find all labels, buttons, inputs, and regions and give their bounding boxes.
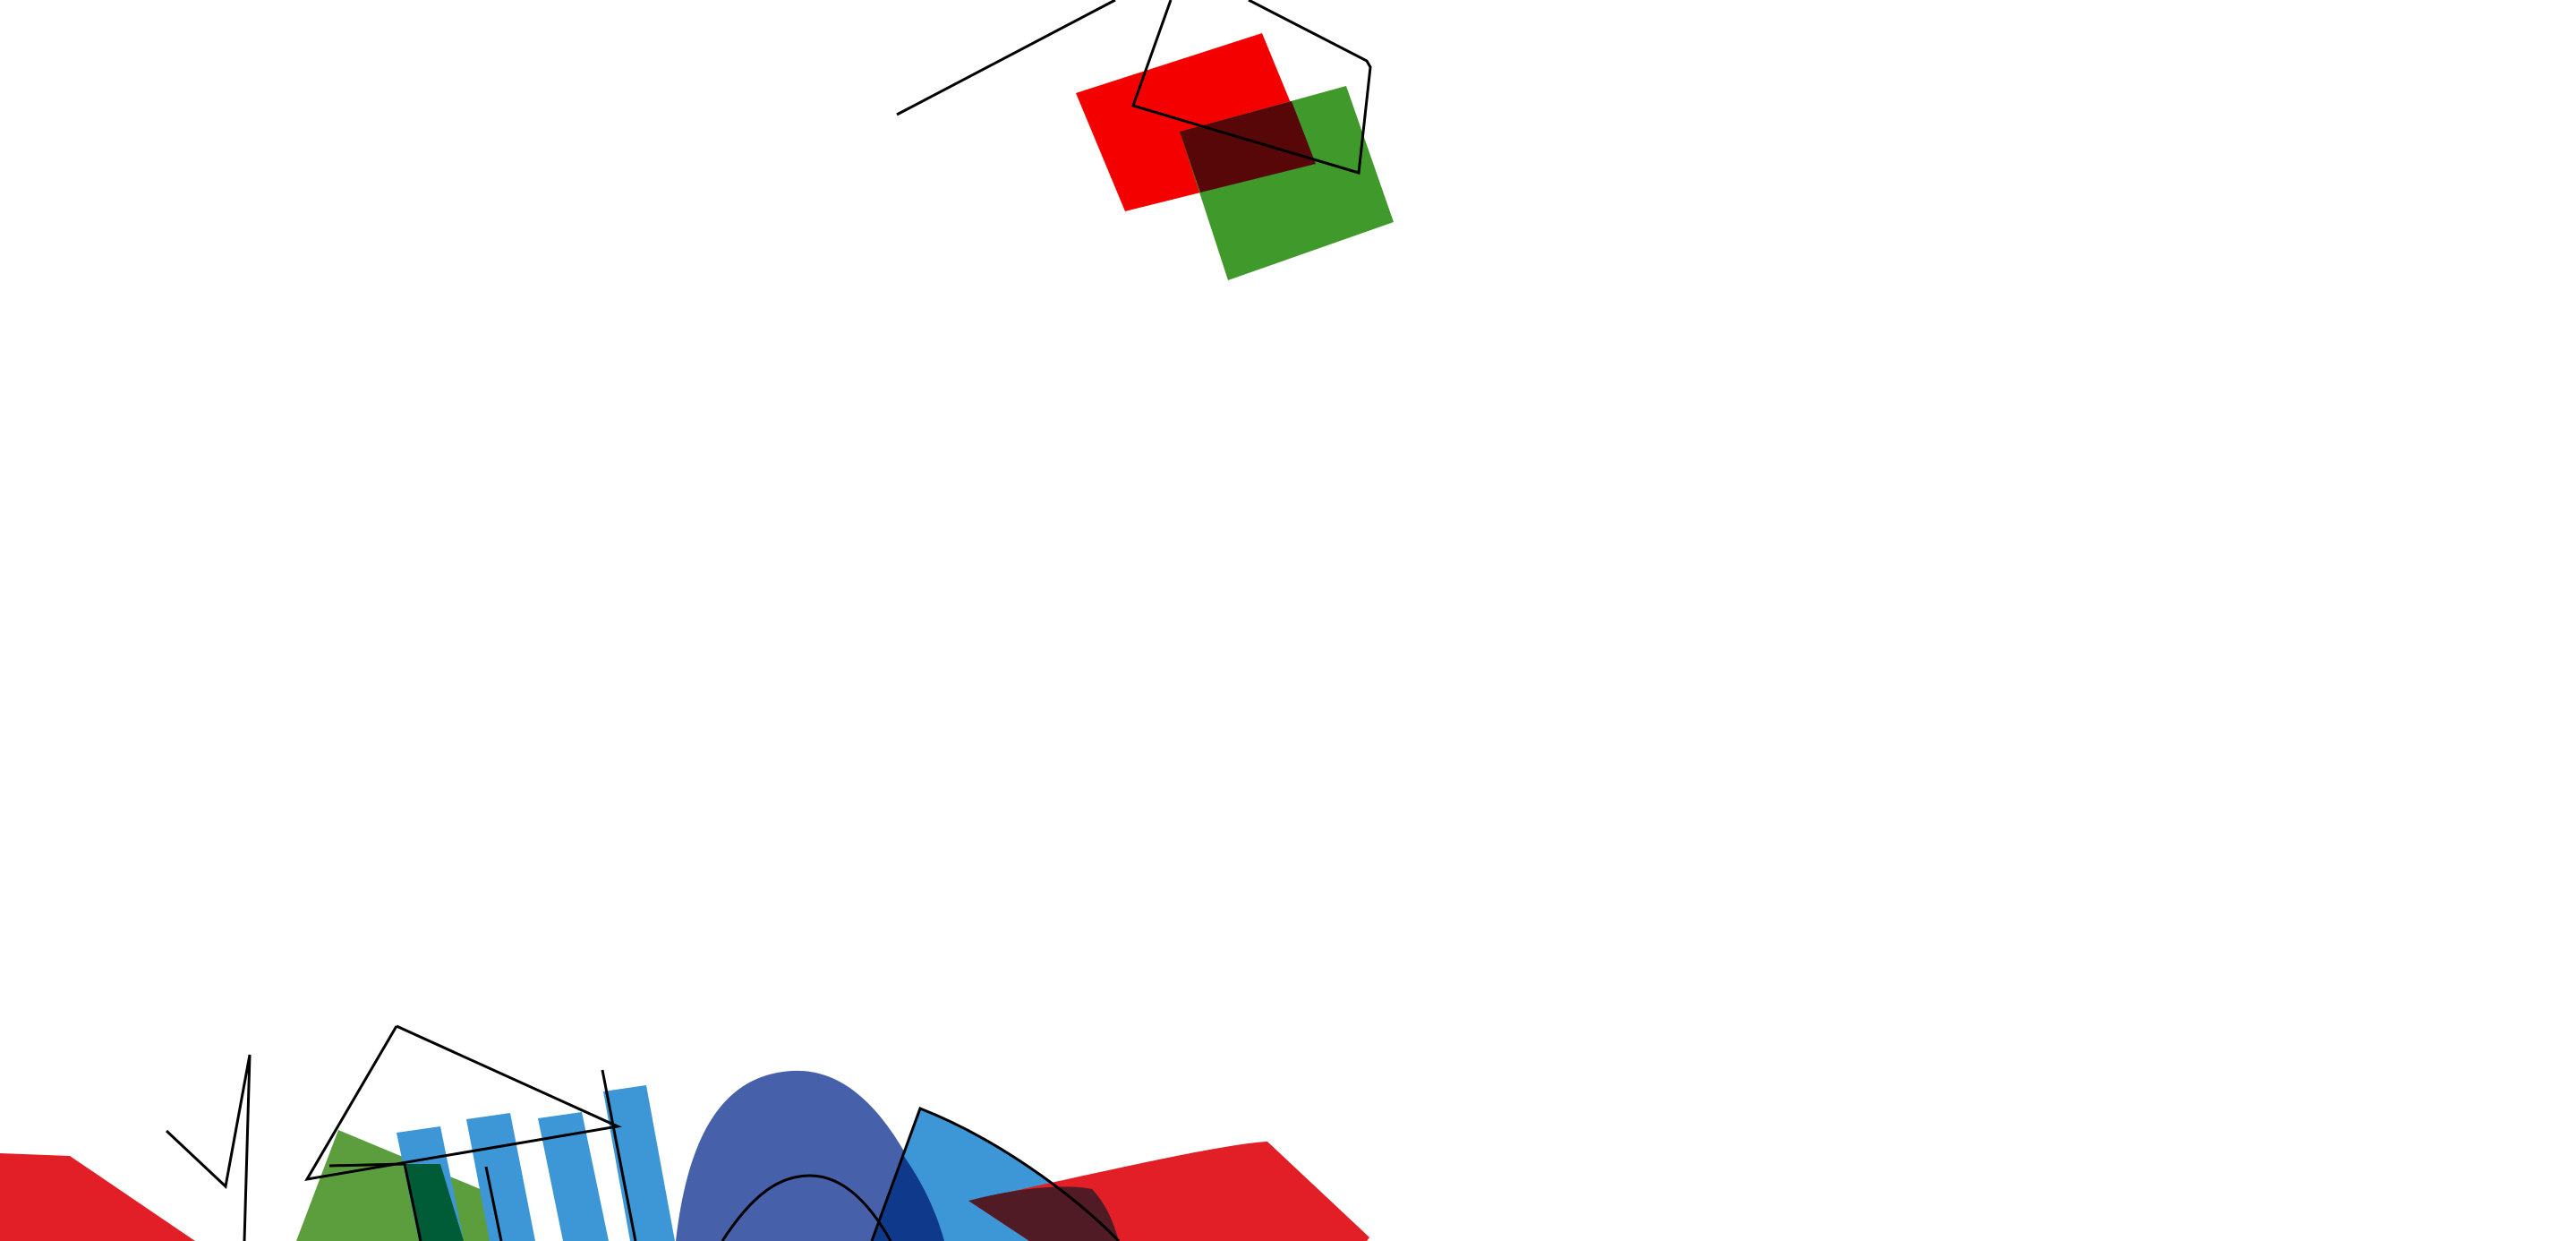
blue-dome (676, 1070, 944, 1241)
maroon-overlap (968, 1186, 1119, 1241)
blue-bar-3 (538, 1112, 609, 1241)
navy-overlap (872, 1155, 944, 1241)
red-shape-bottom-left (0, 1153, 195, 1241)
black-line-top-left (896, 0, 1116, 116)
black-arch-curve (721, 1174, 892, 1241)
dark-green-overlap (405, 1164, 464, 1241)
blue-bar-2 (466, 1113, 535, 1241)
inner-line-triangle (328, 1162, 405, 1168)
black-outline-polygon-top (1131, 0, 1372, 175)
outline-triangle-bottom (304, 1024, 623, 1182)
black-stroke-lines (403, 1069, 637, 1241)
dark-red-overlap (1180, 101, 1316, 193)
blue-bar-4 (603, 1085, 675, 1241)
black-fan-curve (870, 1107, 1121, 1241)
checkmark-line (165, 1054, 252, 1241)
